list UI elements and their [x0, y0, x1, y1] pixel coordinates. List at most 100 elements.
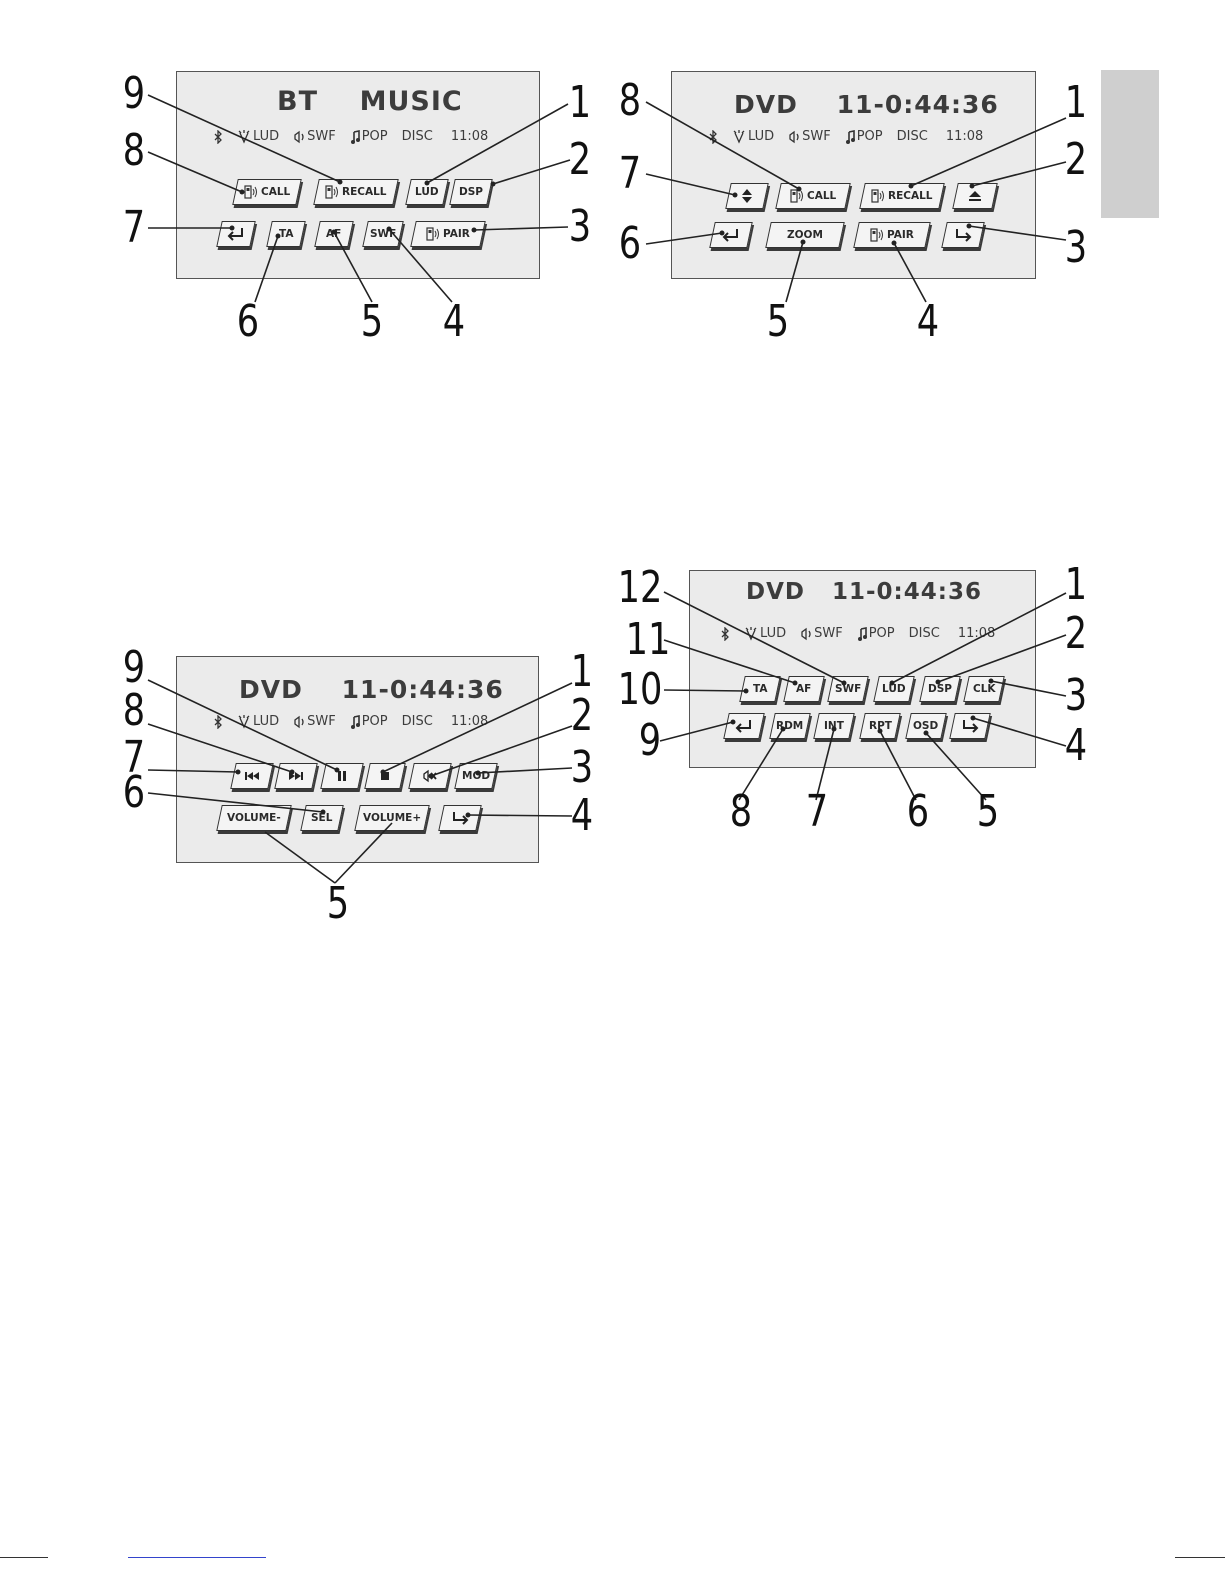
callout-number: 2 [570, 690, 594, 741]
phone-icon [871, 189, 885, 203]
lud-button[interactable]: LUD [405, 179, 449, 205]
stop-icon [381, 772, 389, 780]
callout-number: 3 [568, 201, 592, 252]
callout-number: 7 [122, 732, 146, 783]
swf-button[interactable]: SWF [827, 676, 869, 702]
loudness-icon [238, 129, 250, 144]
call-label: CALL [260, 186, 291, 198]
loudness-icon [238, 714, 250, 729]
pause-button[interactable] [320, 763, 364, 789]
callout-number: 6 [122, 767, 146, 818]
stop-button[interactable] [364, 763, 406, 789]
previous-track-button[interactable] [230, 763, 274, 789]
callout-number: 5 [766, 296, 790, 347]
rdm-button[interactable]: RDM [769, 713, 811, 739]
callout-number: 7 [805, 786, 829, 837]
status-bar: LUD SWF POP DISC 11:08 [213, 714, 488, 729]
lud-indicator: LUD [253, 714, 280, 729]
enter-arrow-icon [227, 228, 243, 241]
swf-indicator: SWF [814, 626, 843, 641]
dsp-label: DSP [459, 186, 483, 198]
pair-button[interactable]: PAIR [853, 222, 931, 248]
up-down-button[interactable] [725, 183, 769, 209]
lud-indicator: LUD [748, 129, 775, 144]
ta-button[interactable]: TA [739, 676, 781, 702]
status-bar: LUD SWF POP DISC 11:08 [213, 129, 488, 144]
callout-number: 4 [442, 296, 466, 347]
pair-button[interactable]: PAIR [410, 221, 486, 247]
pop-indicator: POP [856, 129, 883, 144]
callout-number: 6 [236, 296, 260, 347]
callout-number: 1 [568, 77, 592, 128]
call-button[interactable]: CALL [775, 183, 851, 209]
mute-button[interactable] [408, 763, 452, 789]
lud-label: LUD [882, 683, 906, 695]
pair-label: PAIR [443, 228, 470, 240]
callout-number: 7 [618, 148, 642, 199]
callout-number: 1 [1064, 559, 1088, 610]
call-label: CALL [806, 190, 837, 202]
mode-button[interactable]: MOD [454, 763, 498, 789]
volume-down-button[interactable]: VOLUME- [216, 805, 292, 831]
eject-button[interactable] [952, 183, 998, 209]
recall-button[interactable]: RECALL [313, 179, 399, 205]
recall-label: RECALL [342, 186, 387, 198]
next-page-button[interactable] [438, 805, 482, 831]
callout-number: 3 [1064, 222, 1088, 273]
dsp-button[interactable]: DSP [449, 179, 493, 205]
osd-label: OSD [913, 720, 939, 732]
rpt-button[interactable]: RPT [859, 713, 901, 739]
callout-number: 8 [618, 75, 642, 126]
af-button[interactable]: AF [783, 676, 825, 702]
pop-indicator: POP [361, 714, 388, 729]
callout-number: 2 [568, 134, 592, 185]
screen-title: DVD 11-0:44:36 [734, 90, 999, 119]
call-button[interactable]: CALL [232, 179, 302, 205]
screen-title: DVD 11-0:44:36 [239, 675, 504, 704]
eject-icon [969, 191, 981, 201]
volume-minus-label: VOLUME- [227, 812, 281, 824]
zoom-button[interactable]: ZOOM [765, 222, 845, 248]
swf-button[interactable]: SWF [362, 221, 404, 247]
pop-indicator: POP [361, 129, 388, 144]
callout-number: 6 [906, 786, 930, 837]
enter-button[interactable] [709, 222, 753, 248]
disc-indicator: DISC [401, 714, 433, 729]
callout-number: 9 [638, 715, 662, 766]
clk-button[interactable]: CLK [963, 676, 1005, 702]
disc-indicator: DISC [401, 129, 433, 144]
dsp-button[interactable]: DSP [919, 676, 961, 702]
next-track-button[interactable] [274, 763, 318, 789]
enter-arrow-icon [722, 229, 738, 242]
recall-button[interactable]: RECALL [859, 183, 945, 209]
zoom-label: ZOOM [787, 229, 823, 241]
enter-button[interactable] [723, 713, 765, 739]
enter-button[interactable] [216, 221, 256, 247]
af-button[interactable]: AF [314, 221, 354, 247]
loudness-icon [745, 626, 757, 641]
speaker-icon [801, 627, 811, 640]
speaker-icon [294, 130, 304, 143]
footer-link-underline[interactable] [128, 1557, 266, 1558]
select-button[interactable]: SEL [300, 805, 344, 831]
pair-label: PAIR [887, 229, 914, 241]
callout-number: 4 [1064, 720, 1088, 771]
next-page-arrow-icon [963, 720, 979, 733]
bluetooth-icon [213, 714, 225, 729]
next-page-arrow-icon [453, 812, 469, 825]
bt-music-screen: BT MUSIC LUD SWF POP DISC 11:08 CALL REC… [176, 71, 540, 279]
volume-up-button[interactable]: VOLUME+ [354, 805, 430, 831]
dvd-menu-screen: DVD 11-0:44:36 LUD SWF POP DISC 11:08 CA… [671, 71, 1036, 279]
callout-number: 12 [617, 562, 663, 613]
int-button[interactable]: INT [813, 713, 855, 739]
lud-button[interactable]: LUD [873, 676, 915, 702]
next-page-button[interactable] [949, 713, 991, 739]
swf-indicator: SWF [307, 129, 336, 144]
callout-number: 1 [570, 646, 594, 697]
callout-number: 10 [617, 664, 663, 715]
sel-label: SEL [311, 812, 333, 824]
dvd-settings-screen: DVD 11-0:44:36 LUD SWF POP DISC 11:08 TA… [689, 570, 1036, 768]
next-page-button[interactable] [941, 222, 985, 248]
ta-button[interactable]: TA [266, 221, 306, 247]
osd-button[interactable]: OSD [905, 713, 947, 739]
